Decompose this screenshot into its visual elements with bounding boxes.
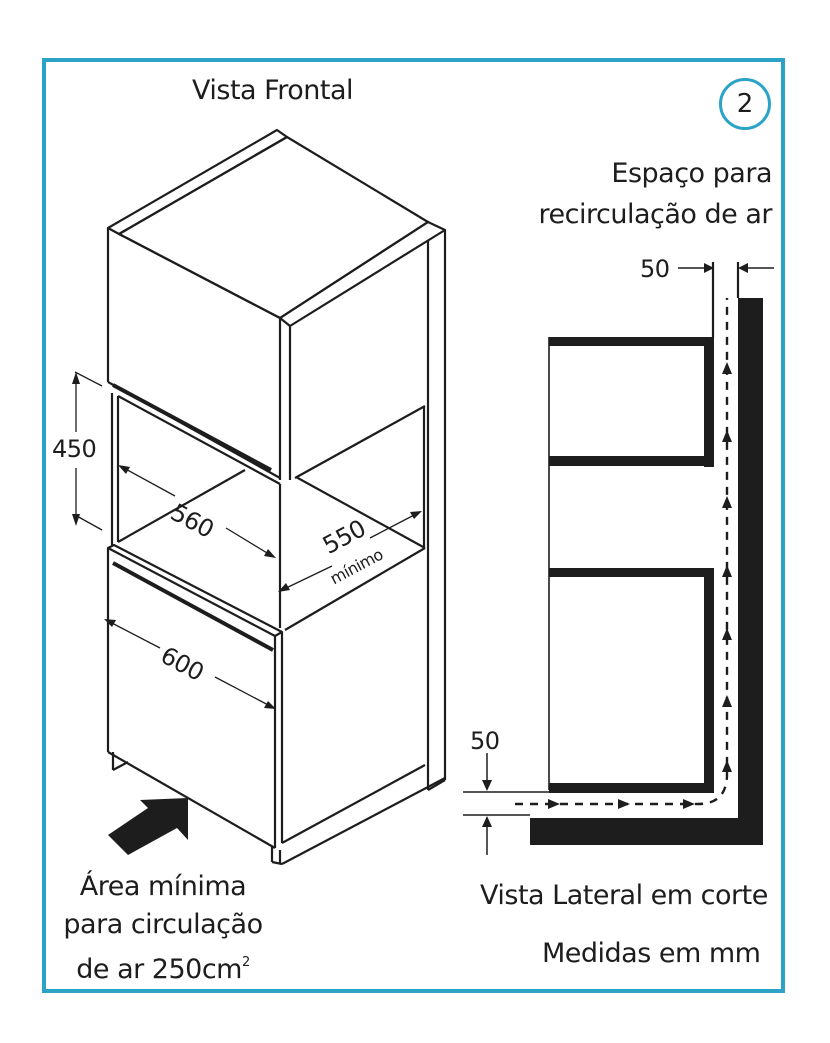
air-intake-arrow [108,798,188,855]
top-gap-dimension: 50 [640,255,670,283]
front-view-title: Vista Frontal [192,75,354,106]
lower-cabinet [106,543,446,866]
figure-frame [42,58,785,993]
figure-number-badge: 2 [719,78,771,130]
figure-number: 2 [736,89,754,119]
air-space-label-line2: recirculação de ar [538,199,773,230]
air-note-line1: Área mínima [79,871,247,902]
units-note: Medidas em mm [542,938,761,969]
bottom-gap-dimension: 50 [470,727,500,755]
air-note-line2: para circulação [63,909,263,940]
air-note-line3: de ar 250cm2 [58,944,268,989]
air-note-line3-text: de ar 250cm [76,954,242,985]
squared-superscript: 2 [241,955,250,970]
side-view-title: Vista Lateral em corte [480,880,768,911]
minimum-air-area-note: Área mínima para circulação de ar 250cm2 [58,868,268,989]
side-section [463,262,774,855]
dimension-arrowheads [72,372,422,709]
oven-niche [110,393,426,631]
upper-cabinet [106,128,447,791]
height-dimension: 450 [52,435,97,463]
dimension-lines [74,371,419,708]
airflow-arrowheads [482,263,748,827]
air-space-label-line1: Espaço para [611,158,772,189]
